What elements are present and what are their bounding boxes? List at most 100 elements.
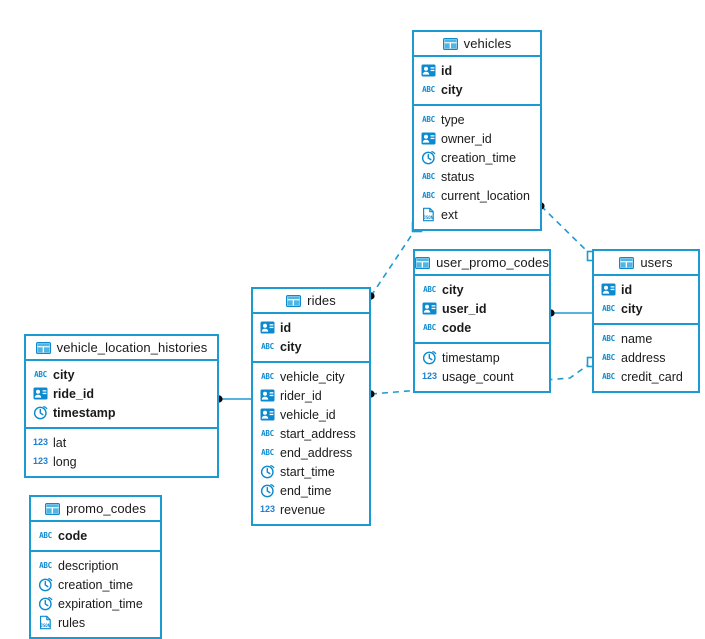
column-row[interactable]: ABC code xyxy=(415,318,549,337)
column-row[interactable]: 123 long xyxy=(26,452,217,471)
column-name: code xyxy=(442,320,472,335)
json-file-icon: JSON xyxy=(38,615,53,630)
table-title: promo_codes xyxy=(66,501,146,516)
column-row[interactable]: creation_time xyxy=(31,575,160,594)
table-icon xyxy=(415,255,431,270)
column-name: timestamp xyxy=(442,350,500,365)
123-number-icon: 123 xyxy=(32,456,49,466)
relationship-rel-upc-users[interactable] xyxy=(547,309,592,317)
column-row[interactable]: JSON rules xyxy=(31,613,160,632)
column-row[interactable]: timestamp xyxy=(26,403,217,422)
column-name: current_location xyxy=(441,188,530,203)
column-name: city xyxy=(53,367,75,382)
column-name: city xyxy=(621,301,643,316)
column-row[interactable]: start_time xyxy=(253,462,369,481)
column-name: code xyxy=(58,528,88,543)
column-row[interactable]: end_time xyxy=(253,481,369,500)
table-icon xyxy=(619,255,635,270)
column-name: creation_time xyxy=(58,577,134,592)
123-number-icon: 123 xyxy=(421,371,438,381)
column-row[interactable]: vehicle_id xyxy=(253,405,369,424)
column-row[interactable]: creation_time xyxy=(414,148,540,167)
table-header[interactable]: vehicle_location_histories xyxy=(26,336,217,361)
column-name: revenue xyxy=(280,502,326,517)
table-header[interactable]: user_promo_codes xyxy=(415,251,549,276)
column-name: id xyxy=(280,320,292,335)
table-header[interactable]: rides xyxy=(253,289,369,314)
column-name: owner_id xyxy=(441,131,492,146)
column-name: rules xyxy=(58,615,86,630)
abc-text-icon: ABC xyxy=(602,352,615,362)
table-icon xyxy=(286,293,302,308)
column-name: user_id xyxy=(442,301,487,316)
column-row[interactable]: expiration_time xyxy=(31,594,160,613)
clock-icon xyxy=(422,350,437,365)
column-name: ride_id xyxy=(53,386,94,401)
column-row[interactable]: timestamp xyxy=(415,348,549,367)
abc-text-icon: ABC xyxy=(261,371,274,381)
column-row[interactable]: id xyxy=(253,318,369,337)
column-row[interactable]: rider_id xyxy=(253,386,369,405)
table-header[interactable]: promo_codes xyxy=(31,497,160,522)
abc-text-icon: ABC xyxy=(39,560,52,570)
table-title: users xyxy=(640,255,673,270)
table-icon xyxy=(35,340,51,355)
column-row[interactable]: ABC city xyxy=(253,337,369,356)
table-header[interactable]: users xyxy=(594,251,698,276)
column-name: end_address xyxy=(280,445,353,460)
columns-section: ABC description creation_time expiration_ti… xyxy=(31,552,160,637)
column-row[interactable]: ABC description xyxy=(31,556,160,575)
table-title: vehicles xyxy=(463,36,512,51)
table-header[interactable]: vehicles xyxy=(414,32,540,57)
column-row[interactable]: id xyxy=(594,280,698,299)
column-name: end_time xyxy=(280,483,332,498)
relationship-rel-vlh-rides[interactable] xyxy=(215,395,251,403)
column-row[interactable]: id xyxy=(414,61,540,80)
column-name: long xyxy=(53,454,77,469)
id-card-key-icon xyxy=(421,131,436,146)
column-name: start_time xyxy=(280,464,335,479)
abc-text-icon: ABC xyxy=(39,530,52,540)
column-name: status xyxy=(441,169,475,184)
abc-text-icon: ABC xyxy=(422,84,435,94)
column-row[interactable]: owner_id xyxy=(414,129,540,148)
column-row[interactable]: ABC code xyxy=(31,526,160,545)
abc-text-icon: ABC xyxy=(423,322,436,332)
column-name: city xyxy=(280,339,302,354)
abc-text-icon: ABC xyxy=(602,371,615,381)
table-icon xyxy=(45,501,61,516)
abc-text-icon: ABC xyxy=(261,341,274,351)
column-name: description xyxy=(58,558,119,573)
table-title: vehicle_location_histories xyxy=(56,340,208,355)
column-row[interactable]: user_id xyxy=(415,299,549,318)
column-row[interactable]: ride_id xyxy=(26,384,217,403)
